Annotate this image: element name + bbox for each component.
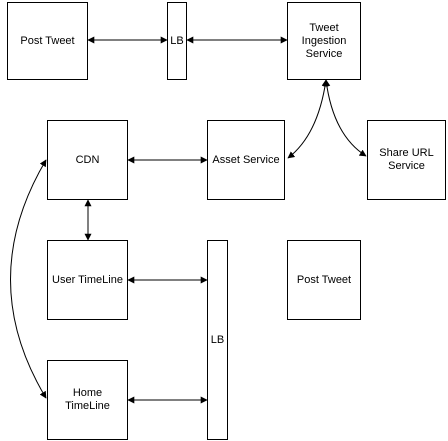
asset-service-label: Asset Service — [212, 153, 280, 166]
user-timeline-node[interactable]: User TimeLine — [47, 240, 128, 320]
share-url-service-node[interactable]: Share URL Service — [367, 120, 446, 200]
share-url-label: Share URL Service — [379, 147, 434, 172]
lb-top-label: LB — [170, 34, 184, 47]
edge-tweet-ingestion-to-asset-service — [287, 79, 329, 159]
user-timeline-label: User TimeLine — [52, 273, 123, 286]
post-tweet-node-top[interactable]: Post Tweet — [7, 2, 88, 80]
load-balancer-node-bottom[interactable]: LB — [207, 240, 228, 440]
post-tweet-bottom-label: Post Tweet — [296, 273, 352, 286]
tweet-ingestion-label: Tweet Ingestion Service — [301, 21, 347, 60]
home-timeline-node[interactable]: Home TimeLine — [47, 360, 128, 440]
tweet-ingestion-service-node[interactable]: Tweet Ingestion Service — [287, 2, 361, 80]
cdn-node[interactable]: CDN — [47, 120, 128, 200]
asset-service-node[interactable]: Asset Service — [207, 120, 285, 200]
cdn-label: CDN — [75, 153, 100, 166]
edge-tweet-ingestion-to-share-url — [323, 79, 367, 157]
load-balancer-node-top[interactable]: LB — [167, 2, 187, 80]
post-tweet-node-bottom[interactable]: Post Tweet — [287, 240, 361, 320]
edge-cdn-to-home-timeline — [10, 159, 47, 399]
home-timeline-label: Home TimeLine — [65, 387, 110, 412]
lb-bottom-label: LB — [210, 333, 225, 346]
post-tweet-top-label: Post Tweet — [20, 34, 75, 47]
